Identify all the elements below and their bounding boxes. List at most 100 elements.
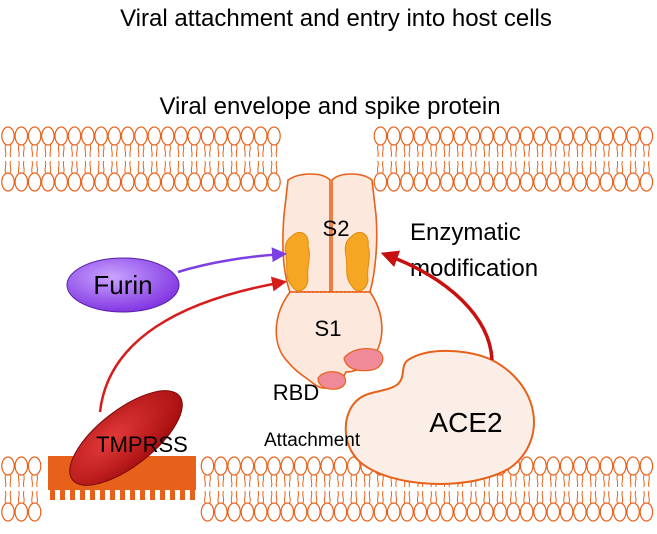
lipid-tail <box>248 474 251 488</box>
lipid-head <box>612 502 627 522</box>
enzymatic-arrow <box>380 250 494 361</box>
lipid-tail <box>217 144 220 158</box>
lipid-head <box>187 126 201 146</box>
lipid-tail <box>470 144 472 158</box>
lipid-tail <box>541 490 544 504</box>
lipid-head <box>200 456 215 476</box>
lipid-head <box>559 126 574 146</box>
lipid-head <box>400 502 414 522</box>
lipid-tail <box>541 474 544 488</box>
lipid-tail <box>541 144 544 158</box>
lipid-head <box>94 126 108 146</box>
lipid-head <box>413 172 428 192</box>
lipid-head <box>14 172 29 192</box>
tmprss-anchor-tooth <box>170 490 175 500</box>
lipid-head <box>479 126 494 146</box>
lipid-head <box>626 502 640 522</box>
lipid-head <box>214 126 228 146</box>
lipid-tail <box>629 490 632 504</box>
lipid-tail <box>129 144 132 158</box>
lipid-tail <box>209 474 211 488</box>
lipid-head <box>253 126 268 146</box>
lipid-tail <box>235 474 238 488</box>
lipid-tail <box>328 490 331 504</box>
lipid-head <box>333 502 348 522</box>
lipid-head <box>426 172 441 192</box>
lipid-tail <box>323 490 326 504</box>
lipid-tail <box>288 490 291 504</box>
lipid-tail <box>536 474 539 488</box>
lipid-tail <box>230 474 233 488</box>
lipid-head <box>493 172 507 192</box>
lipid-tail <box>549 160 552 174</box>
lipid-head <box>307 502 321 522</box>
ace2-receptor <box>344 350 535 485</box>
lipid-tail <box>275 160 278 174</box>
lipid-tail <box>31 160 34 174</box>
lipid-tail <box>49 144 52 158</box>
lipid-head <box>533 126 547 146</box>
lipid-tail <box>217 490 220 504</box>
lipid-tail <box>17 490 20 504</box>
lipid-tail <box>190 160 193 174</box>
lipid-tail <box>9 490 12 504</box>
lipid-tail <box>408 160 411 174</box>
lipid-tail <box>554 490 557 504</box>
lipid-tail <box>448 144 451 158</box>
lipid-tail <box>350 490 353 504</box>
furin-arrow <box>177 247 287 274</box>
lipid-tail <box>124 160 127 174</box>
lipid-tail <box>408 144 411 158</box>
lipid-tail <box>594 474 597 488</box>
lipid-head <box>27 172 42 192</box>
lipid-tail <box>262 160 265 174</box>
lipid-tail <box>616 144 619 158</box>
lipid-tail <box>283 474 286 488</box>
lipid-tail <box>563 474 566 488</box>
lipid-head <box>94 172 108 192</box>
lipid-head <box>639 502 654 522</box>
lipid-tail <box>337 490 339 504</box>
tmprss-anchor-tooth <box>190 490 195 500</box>
lipid-tail <box>647 160 650 174</box>
lipid-head <box>160 126 175 146</box>
lipid-tail <box>395 490 398 504</box>
lipid-tail <box>9 474 12 488</box>
lipid-tail <box>536 490 539 504</box>
lipid-head <box>573 502 587 522</box>
lipid-tail <box>363 490 366 504</box>
lipid-tail <box>430 160 433 174</box>
lipid-tail <box>310 474 313 488</box>
lipid-tail <box>523 160 526 174</box>
lipid-tail <box>496 474 499 488</box>
lipid-tail <box>376 474 379 488</box>
lipid-head <box>14 126 29 146</box>
lipid-head <box>14 456 29 476</box>
lipid-head <box>1 502 15 522</box>
lipid-tail <box>262 490 265 504</box>
lipid-tail <box>514 474 517 488</box>
lipid-tail <box>416 490 419 504</box>
lipid-tail <box>155 144 158 158</box>
lipid-tail <box>217 160 220 174</box>
lipid-tail <box>443 144 446 158</box>
lipid-head <box>400 126 414 146</box>
lipid-head <box>373 126 388 146</box>
lipid-tail <box>563 144 566 158</box>
lipid-tail <box>222 144 225 158</box>
lipid-tail <box>97 144 100 158</box>
lipid-head <box>506 502 521 522</box>
tmprss-anchor-tooth <box>110 490 115 500</box>
lipid-head <box>599 126 614 146</box>
lipid-tail <box>288 474 291 488</box>
lipid-tail <box>483 144 486 158</box>
lipid-tail <box>270 160 273 174</box>
tmprss-anchor-tooth <box>160 490 165 500</box>
lipid-tail <box>190 144 193 158</box>
lipid-tail <box>430 490 433 504</box>
lipid-tail <box>483 490 486 504</box>
attachment-label: Attachment <box>264 430 361 451</box>
lipid-tail <box>36 144 39 158</box>
lipid-head <box>27 502 42 522</box>
lipid-tail <box>4 490 7 504</box>
